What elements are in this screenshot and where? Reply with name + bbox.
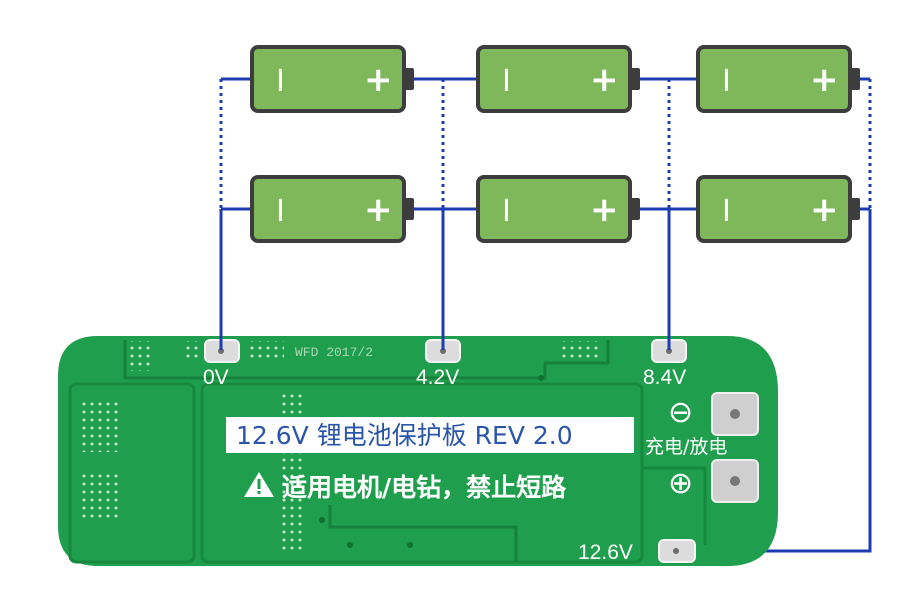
cell-negative-label: I [276,64,285,99]
cell-terminal [850,198,860,220]
warning-icon [244,472,274,497]
battery-cells: I + I + I + I + I + [250,45,860,243]
cell-negative-label: I [502,64,511,99]
pad-label-12v6: 12.6V [578,541,633,564]
battery-cell-top-3: I + [696,45,860,113]
plus-circle-icon: ⊕ [668,466,693,501]
board-region-left [68,382,196,564]
cell-positive-label: + [590,190,619,230]
cell-negative-label: I [502,194,511,229]
dot-matrix [182,341,202,359]
via [347,542,353,548]
minus-circle-icon: ⊖ [668,395,693,430]
cell-terminal [850,68,860,90]
board-trace-bottom [328,505,518,562]
cell-negative-label: I [276,194,285,229]
board-title: 12.6V 锂电池保护板 REV 2.0 [236,421,573,450]
dot-matrix [562,341,602,359]
charge-discharge-label: 充电/放电 [645,436,727,458]
pad-label-4v2: 4.2V [416,366,459,389]
board-trace-right [642,466,707,545]
dot-matrix [248,341,284,359]
wiring [219,77,872,553]
battery-cell-top-1: I + [250,45,414,113]
cell-terminal [630,68,640,90]
cell-positive-label: + [590,60,619,100]
dot-matrix [130,341,152,371]
pad-12v6-solder [658,539,696,563]
cell-terminal [630,198,640,220]
board-region-main [200,382,644,564]
dot-matrix [80,398,120,452]
battery-cell-bottom-1: I + [250,175,414,243]
pad-label-0v: 0V [203,366,229,389]
via [407,542,413,548]
output-terminal-minus [711,392,759,436]
output-terminal-plus [711,459,759,503]
cell-positive-label: + [810,60,839,100]
cell-terminal [404,198,414,220]
via [538,375,544,381]
cell-positive-label: + [810,190,839,230]
cell-terminal [404,68,414,90]
pad-0v-solder [204,339,240,363]
protection-board: WFD 2017/2 0V 4.2V 8.4V [58,336,778,566]
battery-cell-bottom-2: I + [476,175,640,243]
cell-negative-label: I [722,64,731,99]
cell-positive-label: + [364,190,393,230]
cell-negative-label: I [722,194,731,229]
board-title-band [226,417,634,453]
board-trace-top [123,340,610,380]
battery-cell-bottom-3: I + [696,175,860,243]
dot-matrix [80,472,120,522]
cell-positive-label: + [364,60,393,100]
board-warning-text: 适用电机/电钻，禁止短路 [282,473,567,502]
via [319,517,325,523]
dot-matrix [278,392,302,552]
pad-label-8v4: 8.4V [643,366,686,389]
board-date-code: WFD 2017/2 [295,345,373,360]
wire-endpoints [219,336,671,350]
battery-cell-top-2: I + [476,45,640,113]
